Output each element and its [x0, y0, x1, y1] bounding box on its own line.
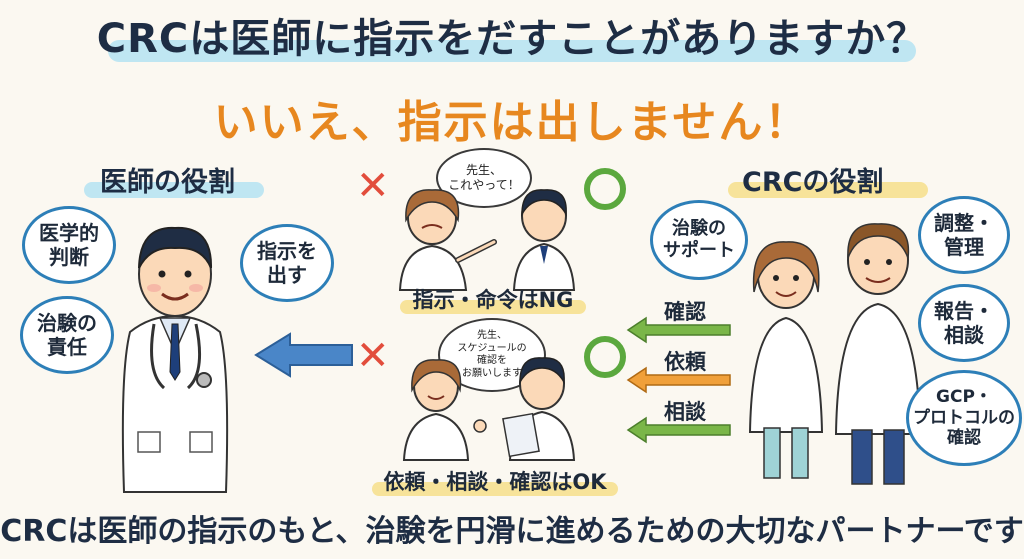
page-title: CRCは医師に指示をだすことがありますか？: [96, 16, 928, 62]
doctor-clipboard-illustration: [502, 357, 576, 461]
circle-ok-icon: [584, 168, 626, 210]
crc-female-illustration: [748, 241, 824, 479]
arrow-label-confirm: 確認: [664, 300, 706, 324]
x-mark-icon-2: ✕: [356, 333, 390, 379]
footer-message: CRCは医師の指示のもと、治験を円滑に進めるための大切なパートナーです: [0, 514, 1024, 549]
bad-caption-highlight: [400, 300, 586, 314]
good-caption-highlight: [372, 482, 618, 496]
crc-title-highlight: [728, 182, 928, 198]
bubble-report-consult: 報告・ 相談: [918, 284, 1010, 362]
nurse-pointing-illustration: [398, 189, 497, 291]
arrow-label-request: 依頼: [664, 350, 706, 374]
doctor-small-illustration: [512, 189, 576, 291]
arrow-confirm: [626, 316, 731, 344]
crc-section-title: CRCの役割: [742, 167, 884, 198]
bubble-give-instructions: 指示を 出す: [240, 224, 334, 302]
crc-consult-illustration: [402, 359, 487, 461]
arrow-label-consult: 相談: [664, 400, 706, 424]
bubble-gcp-protocol: GCP・ プロトコルの 確認: [906, 370, 1022, 466]
bubble-trial-responsibility: 治験の 責任: [20, 296, 114, 374]
arrow-request: [626, 366, 731, 394]
crc-male-illustration: [834, 223, 922, 485]
answer-subtitle: いいえ、指示は出しません！: [213, 97, 811, 148]
bubble-coordination: 調整・ 管理: [918, 196, 1010, 274]
bad-caption: 指示・命令はNG: [412, 288, 574, 312]
doctor-section-title: 医師の役割: [100, 167, 235, 198]
doctor-illustration: [121, 226, 229, 493]
arrow-left-icon: [254, 332, 353, 378]
title-highlight: [108, 40, 916, 62]
bubble-trial-support: 治験の サポート: [650, 200, 748, 280]
x-mark-icon: ✕: [356, 163, 390, 209]
bubble-medical-judgment: 医学的 判断: [22, 206, 116, 284]
circle-ok-icon-2: [584, 336, 626, 378]
doctor-title-highlight: [84, 182, 264, 198]
bad-speech-bubble: 先生、 これやって！: [436, 148, 532, 208]
good-caption: 依頼・相談・確認はOK: [383, 470, 607, 494]
arrow-consult: [626, 416, 731, 444]
